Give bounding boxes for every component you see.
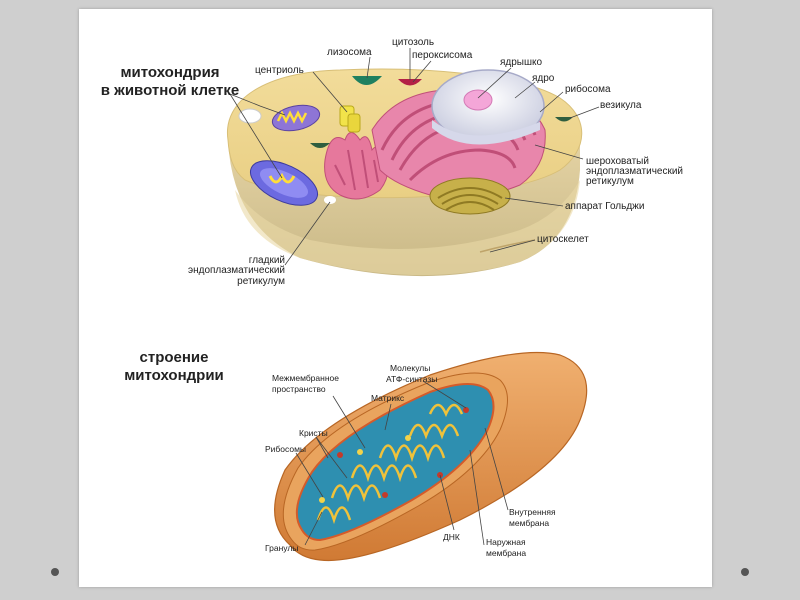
label-dna: ДНК — [443, 532, 460, 542]
lysosome-organelle — [352, 76, 382, 85]
label-inner-membrane-2: мембрана — [509, 518, 549, 528]
label-matrix: Матрикс — [371, 393, 405, 403]
label-cytosol: цитозоль — [392, 37, 434, 48]
cell-leader-lines — [229, 48, 600, 266]
centriole — [339, 105, 361, 133]
label-peroxisome: пероксисома — [412, 50, 473, 61]
label-ribosomes: Рибосомы — [265, 444, 306, 454]
label-outer-membrane-1: Наружная — [486, 537, 526, 547]
nucleus — [431, 69, 545, 145]
label-centriole: центриоль — [255, 65, 304, 76]
label-ribosome: рибосома — [565, 83, 611, 95]
animal-cell — [226, 68, 583, 277]
label-rough-er-2: эндоплазматический — [586, 166, 683, 177]
label-outer-membrane-2: мембрана — [486, 548, 526, 558]
slide-nav-dot-right[interactable] — [741, 568, 749, 576]
vesicle-2 — [555, 117, 573, 122]
heading-cell-line1: митохондрия — [120, 64, 220, 81]
vesicle-4 — [324, 196, 336, 204]
label-smooth-er-3: ретикулум — [237, 276, 285, 287]
heading-mito-line2: митохондрии — [124, 367, 224, 384]
label-atp-2: АТФ-синтазы — [386, 374, 437, 384]
mito-leader-lines — [295, 380, 509, 546]
vesicle-1 — [310, 143, 330, 148]
slide-nav-dot-left[interactable] — [51, 568, 59, 576]
label-lysosome: лизосома — [327, 47, 372, 58]
label-atp-1: Молекулы — [390, 363, 430, 373]
heading-cell-line2: в животной клетке — [100, 82, 240, 99]
vesicle-3 — [238, 108, 262, 124]
label-rough-er-1: шероховатый — [586, 156, 649, 167]
label-granules: Гранулы — [265, 543, 298, 553]
label-smooth-er-2: эндоплазматический — [188, 265, 285, 276]
heading-mito-line1: строение — [139, 349, 209, 366]
label-cytoskeleton: цитоскелет — [537, 234, 589, 245]
peroxisome-organelle — [398, 79, 422, 86]
label-inner-membrane-1: Внутренняя — [509, 507, 556, 517]
cytoskeleton-fiber — [479, 239, 536, 253]
label-intermembrane-2: пространство — [272, 384, 326, 394]
golgi-apparatus — [429, 177, 511, 215]
label-vesicle: везикула — [600, 100, 642, 111]
label-intermembrane-1: Межмембранное — [272, 373, 339, 383]
label-nucleolus: ядрышко — [500, 57, 543, 68]
label-nucleus: ядро — [532, 73, 555, 84]
mitochondrion-structure — [274, 351, 588, 562]
label-smooth-er-1: гладкий — [249, 255, 285, 266]
label-rough-er-3: ретикулум — [586, 176, 634, 187]
smooth-er — [324, 132, 389, 200]
label-golgi: аппарат Гольджи — [565, 201, 644, 212]
heading-mito: строение митохондрии — [104, 349, 244, 385]
heading-cell: митохондрия в животной клетке — [80, 64, 260, 100]
cell-mitochondrion-2 — [249, 160, 319, 206]
label-cristae: Кристы — [299, 428, 328, 438]
